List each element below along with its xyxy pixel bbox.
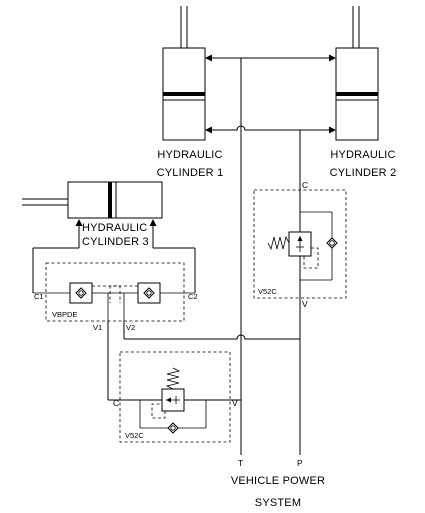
- cylinder-2-title-line2: CYLINDER 2: [330, 167, 397, 179]
- v52c-valve-right: [253, 189, 347, 299]
- port-c1-label: C1: [34, 292, 44, 301]
- port-t-label: T: [238, 458, 243, 468]
- hydraulic-cylinder-3: [22, 181, 163, 248]
- upper-connection-line: [205, 54, 336, 62]
- port-v2-label: V2: [126, 323, 135, 332]
- port-c2-label: C2: [188, 292, 198, 301]
- port-v-bottom-label: V: [232, 398, 238, 408]
- port-c-bottom-label: C: [113, 398, 119, 408]
- valve-v52c-bottom-label: V52C: [125, 431, 144, 440]
- cylinder-1-title-line2: CYLINDER 1: [157, 167, 224, 179]
- label-cylinder-1: HYDRAULIC CYLINDER 1: [157, 149, 224, 179]
- port-c-right-label: C: [302, 180, 308, 190]
- v52c-valve-bottom: [108, 351, 241, 443]
- cylinder-2-title-line1: HYDRAULIC: [330, 149, 395, 161]
- vbpde-valve: [32, 247, 196, 322]
- label-cylinder-2: HYDRAULIC CYLINDER 2: [330, 149, 397, 179]
- valve-vbpde-label: VBPDE: [52, 310, 77, 319]
- port-v-right-label: V: [302, 299, 308, 309]
- cylinder-3-title-line1: HYDRAULIC: [82, 222, 147, 234]
- label-cylinder-3: HYDRAULIC CYLINDER 3: [82, 222, 149, 248]
- hydraulic-cylinder-1: [162, 6, 206, 141]
- lower-connection-line: [205, 125, 336, 134]
- valve-v52c-right-label: V52C: [258, 287, 277, 296]
- port-p-label: P: [297, 458, 303, 468]
- hydraulic-cylinder-2: [335, 6, 379, 141]
- v2-to-tank-line: [123, 321, 300, 340]
- power-system-title-line2: SYSTEM: [255, 497, 301, 509]
- power-system-title-line1: VEHICLE POWER: [231, 475, 325, 487]
- cylinder-3-title-line2: CYLINDER 3: [82, 236, 149, 248]
- cylinder-1-title-line1: HYDRAULIC: [157, 149, 222, 161]
- port-v1-label: V1: [93, 323, 102, 332]
- label-vehicle-power-system: VEHICLE POWER SYSTEM: [231, 475, 325, 509]
